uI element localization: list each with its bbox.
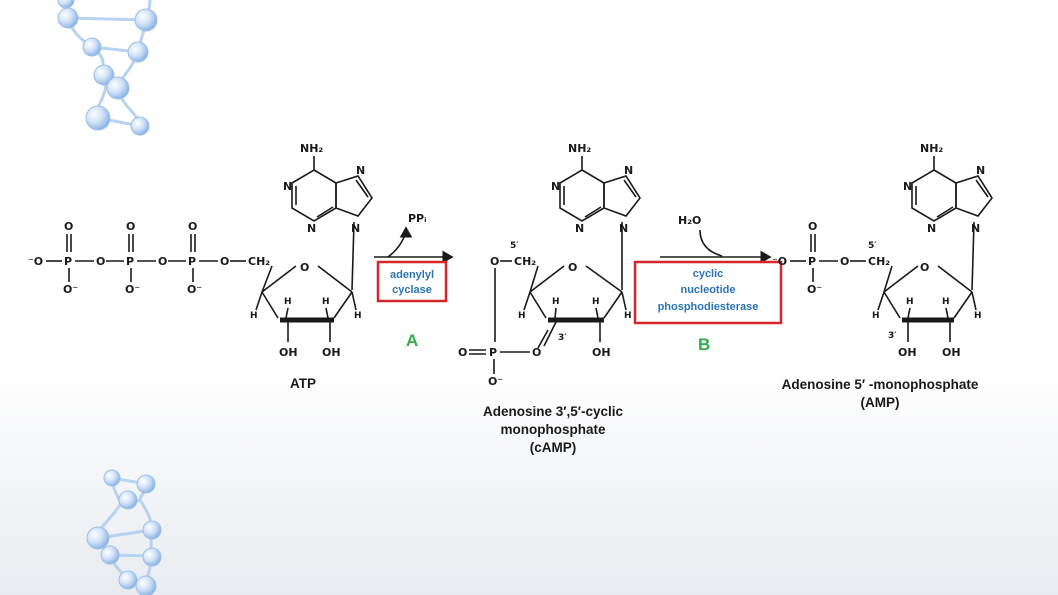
camp-structure: O CH₂ 5′ O H H H H 3′ OH O P O O⁻ [458, 142, 641, 455]
camp-nh2: NH₂ [568, 142, 591, 155]
svg-text:H: H [624, 311, 632, 321]
amp-label-line2: (AMP) [861, 395, 900, 410]
svg-text:O⁻: O⁻ [488, 375, 503, 388]
svg-text:O: O [188, 220, 197, 233]
svg-text:H: H [354, 311, 362, 321]
reaction-b: H₂O cyclic nucleotide phosphodiesterase … [633, 214, 783, 354]
svg-text:5′: 5′ [868, 241, 877, 251]
svg-text:CH₂: CH₂ [514, 255, 536, 268]
svg-text:N: N [619, 222, 628, 235]
atp-structure: ⁻O P O P O P O CH₂ O O⁻ O O⁻ O O⁻ [28, 142, 373, 391]
svg-text:⁻O: ⁻O [28, 255, 43, 268]
svg-text:O: O [64, 220, 73, 233]
svg-text:O: O [840, 255, 849, 268]
svg-text:H: H [250, 311, 258, 321]
svg-text:H: H [284, 297, 292, 307]
enzyme-pde-line2: nucleotide [680, 284, 735, 296]
svg-text:O: O [568, 261, 577, 274]
svg-text:O: O [490, 255, 499, 268]
svg-text:CH₂: CH₂ [248, 255, 270, 268]
svg-text:5′: 5′ [510, 241, 519, 251]
enzyme-adenylyl-line2: cyclase [392, 284, 432, 296]
dna-helix-icon [57, 0, 158, 136]
amp-structure: ⁻O P O CH₂ 5′ O O⁻ O H H H H 3′ OH OH [772, 142, 993, 410]
svg-text:N: N [971, 222, 980, 235]
svg-text:H: H [552, 297, 560, 307]
dna-helix-icon [86, 469, 162, 595]
enzyme-adenylyl-line1: adenylyl [390, 269, 434, 281]
atp-nh2: NH₂ [300, 142, 323, 155]
svg-text:H: H [906, 297, 914, 307]
pp-byproduct: PPᵢ [408, 212, 427, 225]
svg-text:CH₂: CH₂ [868, 255, 890, 268]
svg-text:O: O [808, 220, 817, 233]
svg-text:3′: 3′ [888, 331, 897, 341]
svg-text:N: N [575, 222, 584, 235]
svg-text:O⁻: O⁻ [187, 283, 202, 296]
enzyme-pde-line1: cyclic [693, 268, 724, 280]
svg-text:OH: OH [942, 346, 961, 359]
step-letter-b: B [698, 335, 710, 354]
svg-text:N: N [307, 222, 316, 235]
svg-text:P: P [64, 255, 72, 268]
svg-text:H: H [592, 297, 600, 307]
svg-text:N: N [356, 164, 365, 177]
svg-text:O: O [126, 220, 135, 233]
camp-label-line2: monophosphate [501, 422, 606, 437]
svg-text:N: N [283, 180, 292, 193]
svg-text:3′: 3′ [558, 333, 567, 343]
camp-label-line3: (cAMP) [530, 440, 577, 455]
svg-text:O⁻: O⁻ [125, 283, 140, 296]
svg-text:N: N [976, 164, 985, 177]
svg-text:H: H [322, 297, 330, 307]
svg-text:H: H [872, 311, 880, 321]
svg-text:N: N [624, 164, 633, 177]
svg-text:O: O [458, 346, 467, 359]
svg-text:O: O [532, 346, 541, 359]
water-reactant: H₂O [678, 214, 701, 227]
svg-text:N: N [903, 180, 912, 193]
svg-text:H: H [974, 311, 982, 321]
enzyme-box-phosphodiesterase [633, 260, 783, 325]
svg-text:O: O [220, 255, 229, 268]
svg-text:P: P [188, 255, 196, 268]
svg-text:P: P [489, 346, 497, 359]
amp-label-line1: Adenosine 5′ -monophosphate [782, 377, 979, 392]
camp-label-line1: Adenosine 3′,5′-cyclic [483, 404, 624, 419]
svg-text:O⁻: O⁻ [63, 283, 78, 296]
svg-text:O: O [158, 255, 167, 268]
svg-text:OH: OH [592, 346, 611, 359]
amp-nh2: NH₂ [920, 142, 943, 155]
reaction-a: PPᵢ adenylyl cyclase A [374, 212, 454, 350]
svg-text:⁻O: ⁻O [772, 255, 787, 268]
svg-text:N: N [351, 222, 360, 235]
atp-label: ATP [290, 376, 316, 391]
svg-text:O: O [300, 261, 309, 274]
svg-text:P: P [126, 255, 134, 268]
step-letter-a: A [406, 331, 418, 350]
svg-text:OH: OH [898, 346, 917, 359]
svg-text:OH: OH [322, 346, 341, 359]
svg-text:O: O [96, 255, 105, 268]
svg-text:N: N [551, 180, 560, 193]
svg-text:P: P [808, 255, 816, 268]
svg-text:H: H [942, 297, 950, 307]
enzyme-box-adenylyl-cyclase [376, 260, 448, 303]
svg-text:O: O [920, 261, 929, 274]
svg-text:H: H [518, 311, 526, 321]
svg-text:OH: OH [279, 346, 298, 359]
svg-text:O⁻: O⁻ [807, 283, 822, 296]
svg-text:N: N [927, 222, 936, 235]
enzyme-pde-line3: phosphodiesterase [658, 301, 759, 313]
